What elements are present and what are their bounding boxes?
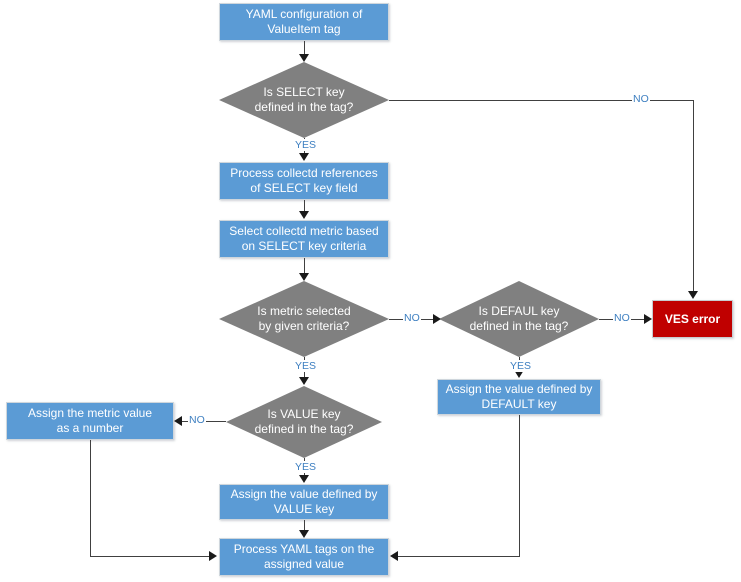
- arrowhead-right-icon: [209, 551, 217, 561]
- arrowhead-right-icon: [644, 314, 652, 324]
- node-select-key-label: Is SELECT key defined in the tag?: [254, 85, 354, 114]
- diamond-shape-icon: [439, 281, 599, 357]
- edge-label-value-yes: YES: [294, 461, 318, 473]
- node-assign-value[interactable]: Assign the value defined by VALUE key: [219, 484, 389, 520]
- node-process-refs-label: Process collectd references of SELECT ke…: [230, 166, 378, 195]
- connector-refs-to-metric: [304, 200, 305, 212]
- node-start[interactable]: YAML configuration of ValueItem tag: [219, 3, 389, 41]
- node-assign-number[interactable]: Assign the metric value as a number: [6, 402, 174, 440]
- connector-select-no-horizontal: [389, 100, 694, 101]
- edge-label-metric-yes: YES: [294, 360, 318, 372]
- edge-label-select-yes: YES: [294, 139, 318, 151]
- arrowhead-down-icon: [299, 530, 309, 538]
- arrowhead-down-icon: [514, 370, 524, 378]
- connector-default-assign-down: [519, 415, 520, 557]
- arrowhead-left-icon: [390, 551, 398, 561]
- arrowhead-down-icon: [299, 273, 309, 281]
- arrowhead-left-icon: [174, 416, 182, 426]
- diamond-shape-icon: [219, 281, 389, 357]
- arrowhead-down-icon: [299, 153, 309, 161]
- node-metric-selected-label: Is metric selected by given criteria?: [257, 304, 351, 333]
- node-assign-default[interactable]: Assign the value defined by DEFAULT key: [437, 379, 601, 415]
- arrowhead-right-icon: [433, 314, 441, 324]
- arrowhead-down-icon: [299, 211, 309, 219]
- node-value-key-decision[interactable]: Is VALUE key defined in the tag?: [226, 386, 382, 458]
- node-assign-value-label: Assign the value defined by VALUE key: [230, 487, 378, 516]
- connector-default-assign-left: [398, 556, 519, 557]
- connector-assign-number-right: [90, 556, 210, 557]
- arrowhead-down-icon: [299, 54, 309, 62]
- edge-label-select-no: NO: [632, 93, 650, 105]
- node-process-tags-label: Process YAML tags on the assigned value: [233, 542, 375, 571]
- node-ves-error-label: VES error: [664, 311, 721, 326]
- node-default-key-label: Is DEFAUL key defined in the tag?: [469, 304, 569, 333]
- diamond-shape-icon: [219, 62, 389, 138]
- arrowhead-down-icon: [299, 377, 309, 385]
- node-select-key-decision[interactable]: Is SELECT key defined in the tag?: [219, 62, 389, 138]
- connector-assign-value-to-tags: [304, 520, 305, 531]
- node-process-tags[interactable]: Process YAML tags on the assigned value: [219, 538, 389, 576]
- edge-label-value-no: NO: [188, 414, 206, 426]
- node-default-key-decision[interactable]: Is DEFAUL key defined in the tag?: [439, 281, 599, 357]
- node-start-label: YAML configuration of ValueItem tag: [245, 7, 363, 36]
- arrowhead-down-icon: [688, 291, 698, 299]
- connector-select-no-vertical: [693, 100, 694, 292]
- diamond-shape-icon: [226, 386, 382, 458]
- edge-label-default-yes: YES: [509, 360, 533, 372]
- edge-label-default-no: NO: [613, 312, 631, 324]
- arrowhead-down-icon: [299, 475, 309, 483]
- node-process-refs[interactable]: Process collectd references of SELECT ke…: [219, 162, 389, 200]
- node-select-metric[interactable]: Select collectd metric based on SELECT k…: [219, 220, 389, 258]
- node-metric-selected-decision[interactable]: Is metric selected by given criteria?: [219, 281, 389, 357]
- node-ves-error[interactable]: VES error: [652, 300, 733, 338]
- connector-assign-number-down: [90, 440, 91, 557]
- connector-metric-to-decision: [304, 258, 305, 273]
- node-value-key-label: Is VALUE key defined in the tag?: [254, 407, 354, 436]
- edge-label-metric-no: NO: [403, 312, 421, 324]
- connector-start-to-select: [304, 41, 305, 56]
- node-assign-default-label: Assign the value defined by DEFAULT key: [445, 382, 593, 411]
- node-select-metric-label: Select collectd metric based on SELECT k…: [229, 224, 379, 253]
- node-assign-number-label: Assign the metric value as a number: [27, 406, 153, 435]
